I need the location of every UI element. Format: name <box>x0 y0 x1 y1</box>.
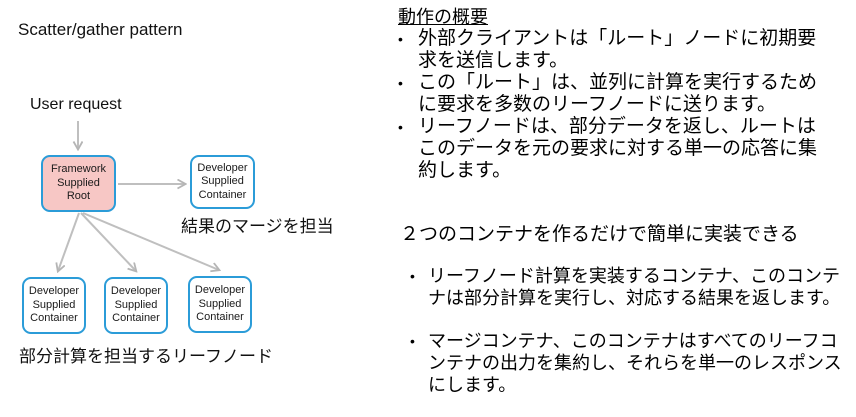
bullet-icon: • <box>398 75 403 91</box>
user-request-label: User request <box>30 96 122 113</box>
leaves-caption: 部分計算を担当するリーフノード <box>19 347 273 366</box>
overview-bullet-1-text: 外部クライアントは「ルート」ノードに初期要 求を送信します。 <box>418 28 817 71</box>
leaf-container-node-3: Developer Supplied Container <box>188 276 252 333</box>
overview-bullet-3-text: リーフノードは、部分データを返し、ルートは このデータを元の要求に対する単一の応… <box>418 116 818 181</box>
overview-bullet-2: • この「ルート」は、並列に計算を実行するため に要求を多数のリーフノードに送り… <box>398 72 856 116</box>
merge-caption: 結果のマージを担当 <box>181 217 334 236</box>
slide-title: Scatter/gather pattern <box>18 20 183 39</box>
bullet-icon: • <box>410 333 415 349</box>
bullet-icon: • <box>398 31 403 47</box>
arrow-root-to-leaf1 <box>58 212 80 271</box>
merge-container-node: Developer Supplied Container <box>190 155 255 209</box>
implementation-bullet-1: • リーフノード計算を実装するコンテナ、このコンテ ナは部分計算を実行し、対応す… <box>400 265 856 309</box>
implementation-bullet-2: • マージコンテナ、このコンテナはすべてのリーフコ ンテナの出力を集約し、それら… <box>400 330 856 396</box>
implementation-bullet-1-text: リーフノード計算を実装するコンテナ、このコンテ ナは部分計算を実行し、対応する結… <box>428 266 841 308</box>
leaf-container-node-2: Developer Supplied Container <box>104 277 168 334</box>
overview-heading: 動作の概要 <box>398 7 488 27</box>
bullet-icon: • <box>398 119 403 135</box>
overview-bullet-2-text: この「ルート」は、並列に計算を実行するため に要求を多数のリーフノードに送ります… <box>418 72 818 115</box>
implementation-heading: ２つのコンテナを作るだけで簡単に実装できる <box>400 224 799 245</box>
framework-root-node: Framework Supplied Root <box>41 155 116 212</box>
leaf-container-node-1: Developer Supplied Container <box>22 277 86 334</box>
overview-bullet-1: • 外部クライアントは「ルート」ノードに初期要 求を送信します。 <box>398 28 856 72</box>
overview-section: 動作の概要 • 外部クライアントは「ルート」ノードに初期要 求を送信します。 •… <box>398 6 856 182</box>
arrow-root-to-leaf2 <box>80 212 136 271</box>
overview-bullet-3: • リーフノードは、部分データを返し、ルートは このデータを元の要求に対する単一… <box>398 116 856 182</box>
bullet-icon: • <box>410 268 415 284</box>
implementation-section: ２つのコンテナを作るだけで簡単に実装できる • リーフノード計算を実装するコンテ… <box>400 224 856 417</box>
implementation-bullet-2-text: マージコンテナ、このコンテナはすべてのリーフコ ンテナの出力を集約し、それらを単… <box>428 331 842 395</box>
